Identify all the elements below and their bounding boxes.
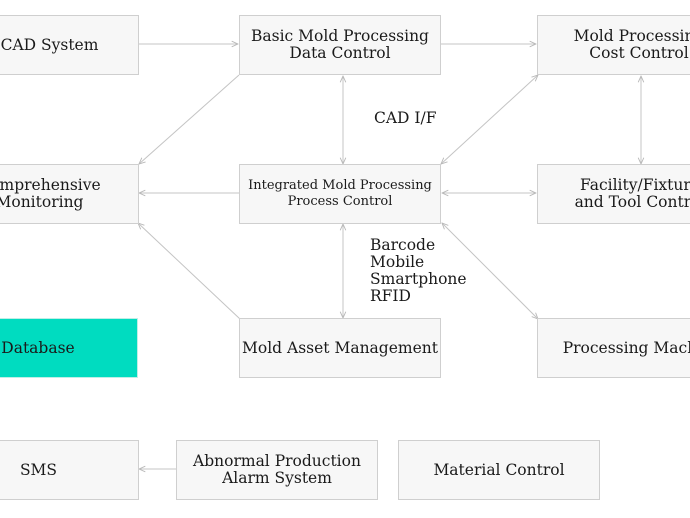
node-mold-cost-control: Mold Processing Cost Control	[537, 15, 690, 75]
node-facility-tool-control-line-2: and Tool Control	[574, 193, 690, 211]
node-sms: SMS	[0, 440, 139, 500]
node-mold-cost-control-line-1: Mold Processing	[573, 27, 690, 45]
node-mold-asset-management: Mold Asset Management	[239, 318, 441, 378]
node-basic-mold-data-control: Basic Mold Processing Data Control	[239, 15, 441, 75]
node-mold-cost-control-line-2: Cost Control	[589, 44, 689, 62]
node-database-line-1: Database	[1, 338, 75, 357]
node-abnormal-alarm-system: Abnormal Production Alarm System	[176, 440, 378, 500]
node-processing-machine-line-1: Processing Machine	[562, 338, 690, 357]
edge-asset-to-monitoring	[138, 223, 241, 320]
node-comprehensive-monitoring-line-1: Comprehensive	[0, 176, 101, 194]
edge-label-devices-line-3: Smartphone	[370, 270, 467, 288]
node-integrated-process-control: Integrated Mold Processing Process Contr…	[239, 164, 441, 224]
node-basic-mold-data-control-line-1: Basic Mold Processing	[251, 27, 429, 45]
node-cad-system-line-1: CAD System	[0, 35, 99, 54]
edge-label-devices-line-2: Mobile	[370, 253, 425, 271]
node-abnormal-alarm-system-line-1: Abnormal Production	[193, 452, 361, 470]
node-material-control-line-1: Material Control	[433, 460, 565, 479]
node-material-control: Material Control	[398, 440, 600, 500]
node-integrated-process-control-line-2: Process Control	[287, 194, 393, 209]
edge-label-cad-if: CAD I/F	[374, 110, 437, 127]
edge-basic-to-monitoring	[139, 74, 240, 164]
node-sms-line-1: SMS	[19, 460, 58, 479]
node-database: Database	[0, 318, 138, 378]
edge-label-devices-line-4: RFID	[370, 287, 411, 305]
node-comprehensive-monitoring-line-2: Monitoring	[0, 193, 84, 211]
edge-integrated-machine	[442, 223, 538, 319]
edge-cost-to-integrated	[441, 75, 538, 164]
node-integrated-process-control-line-1: Integrated Mold Processing	[248, 178, 432, 193]
node-mold-asset-management-line-1: Mold Asset Management	[242, 338, 438, 357]
edge-label-devices-line-1: Barcode	[370, 236, 436, 254]
node-basic-mold-data-control-line-2: Data Control	[289, 44, 391, 62]
node-comprehensive-monitoring: Comprehensive Monitoring	[0, 164, 139, 224]
node-cad-system: CAD System	[0, 15, 139, 75]
node-facility-tool-control-line-1: Facility/Fixture	[580, 176, 690, 194]
node-abnormal-alarm-system-line-2: Alarm System	[222, 469, 332, 487]
edge-label-devices: Barcode Mobile Smartphone RFID	[370, 237, 467, 305]
node-processing-machine: Processing Machine	[537, 318, 690, 378]
node-facility-tool-control: Facility/Fixture and Tool Control	[537, 164, 690, 224]
edge-label-cad-if-line-1: CAD I/F	[374, 109, 437, 127]
